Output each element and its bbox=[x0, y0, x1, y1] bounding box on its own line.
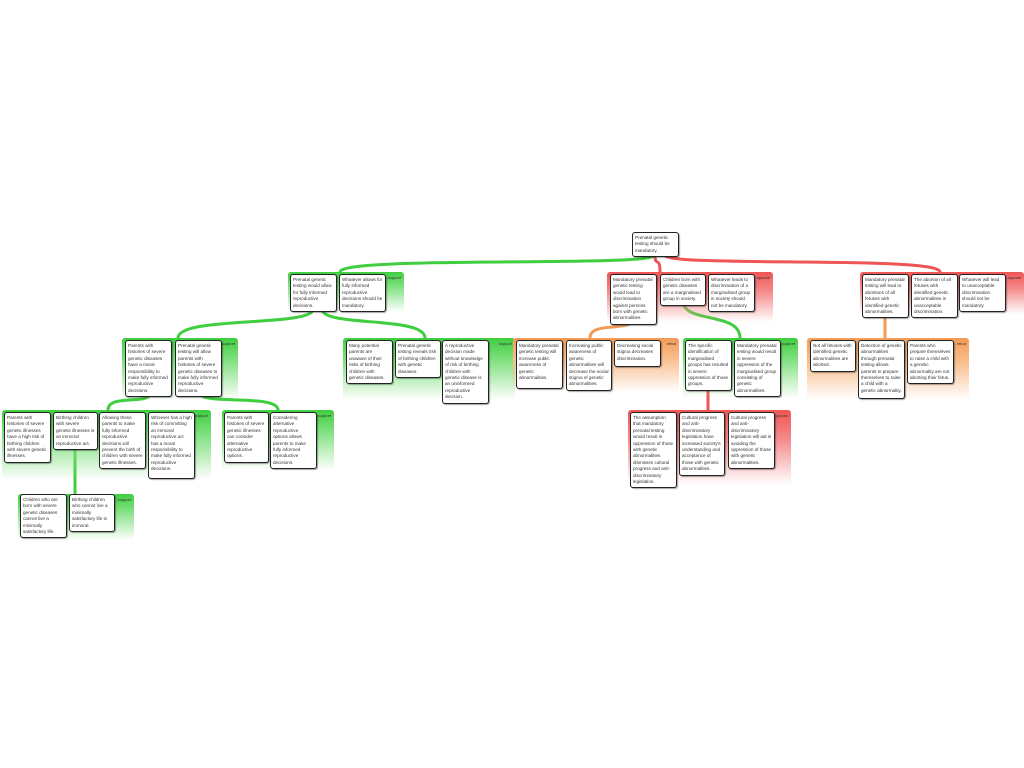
group-type-label: support bbox=[221, 341, 235, 346]
premise-box[interactable]: Decreasing social stigma decreases discr… bbox=[614, 340, 661, 367]
premise-box[interactable]: Parents with histories of severe genetic… bbox=[4, 412, 51, 463]
connector-support bbox=[338, 253, 657, 274]
premise-box[interactable]: Birthing children with severe genetic il… bbox=[53, 412, 98, 451]
premise-box[interactable]: Detection of genetic abnormalities throu… bbox=[858, 340, 905, 399]
group-type-label: support bbox=[781, 341, 795, 346]
connector-oppose bbox=[653, 254, 662, 273]
premise-box[interactable]: Whoever has a high risk of committing an… bbox=[148, 412, 195, 479]
group-type-label: rebut bbox=[956, 341, 966, 346]
group-type-label: support bbox=[117, 497, 131, 502]
premise-box[interactable]: Mandatory prenatal testing would result … bbox=[734, 340, 781, 398]
group-type-label: support bbox=[387, 275, 401, 280]
premise-box[interactable]: Parents who prepare themselves to raise … bbox=[907, 340, 954, 385]
premise-box[interactable]: Parents with histories of severe genetic… bbox=[224, 412, 269, 463]
premise-box[interactable]: Birthing children who cannot live a mini… bbox=[69, 494, 115, 533]
premise-box[interactable]: Whatever allows for fully informed repro… bbox=[339, 274, 386, 313]
premise-box[interactable]: Cultural progress and anti-discriminator… bbox=[728, 412, 775, 470]
premise-box[interactable]: Prenatal genetic testing will allow pare… bbox=[175, 340, 222, 398]
group-type-label: support bbox=[498, 341, 512, 346]
premise-box[interactable]: Mandatory prenatal genetic testing would… bbox=[610, 274, 657, 325]
premise-box[interactable]: The assumption that mandatory prenatal t… bbox=[630, 412, 677, 489]
group-type-label: support bbox=[317, 413, 331, 418]
premise-box[interactable]: Whatever will lead to unacceptable discr… bbox=[959, 274, 1006, 313]
group-type-label: rebut bbox=[666, 341, 676, 346]
premise-box[interactable]: Children who are born with severe geneti… bbox=[20, 494, 67, 539]
premise-box[interactable]: Cultural progress and anti-discriminator… bbox=[679, 412, 725, 476]
premise-box[interactable]: Mandatory prenatal testing will lead to … bbox=[862, 274, 909, 319]
premise-box[interactable]: Considering alternative reproductive opt… bbox=[270, 412, 317, 470]
premise-box[interactable]: A reproductive decision made without kno… bbox=[442, 340, 489, 404]
premise-box[interactable]: The specific identification of marginali… bbox=[685, 340, 732, 391]
premise-box[interactable]: Many potential parents are unaware of th… bbox=[346, 340, 393, 385]
premise-box[interactable]: The abortion of all fetuses with identif… bbox=[911, 274, 958, 319]
group-type-label: oppose bbox=[774, 413, 788, 418]
premise-box[interactable]: Allowing these parents to make fully inf… bbox=[99, 412, 146, 470]
main-claim[interactable]: Prenatal genetic testing should be manda… bbox=[632, 232, 679, 258]
group-type-label: oppose bbox=[1007, 275, 1021, 280]
premise-box[interactable]: Parents with histories of severe genetic… bbox=[125, 340, 172, 398]
group-type-label: oppose bbox=[756, 275, 770, 280]
connector-support bbox=[320, 308, 427, 339]
group-type-label: support bbox=[194, 413, 208, 418]
premise-box[interactable]: Children born with genetic diseases are … bbox=[660, 274, 706, 306]
premise-box[interactable]: Prenatal genetic testing reveals risk of… bbox=[395, 340, 441, 379]
premise-box[interactable]: Mandatory prenatal genetic testing will … bbox=[516, 340, 563, 389]
premise-box[interactable]: Prenatal genetic testing would allow for… bbox=[290, 274, 337, 313]
premise-box[interactable]: Not all fetuses with identified genetic … bbox=[810, 340, 856, 372]
premise-box[interactable]: Whatever leads to discrimination of a ma… bbox=[708, 274, 755, 313]
connector-oppose bbox=[663, 253, 942, 274]
premise-box[interactable]: Increasing public awareness of genetic a… bbox=[566, 340, 612, 391]
connector-support bbox=[176, 308, 315, 339]
